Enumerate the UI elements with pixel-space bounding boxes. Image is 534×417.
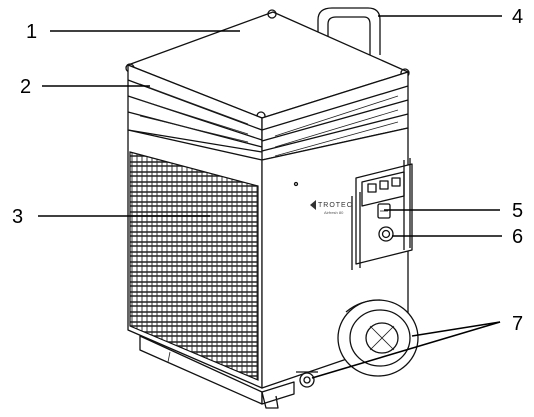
mounting-rail	[351, 158, 411, 270]
front-caster	[296, 371, 318, 388]
callout-number: 6	[512, 226, 523, 248]
callout-3: 3	[12, 206, 210, 228]
callout-4: 4	[378, 6, 523, 28]
callout-number: 4	[512, 6, 523, 28]
callout-number: 1	[26, 21, 37, 43]
control-panel-switch	[377, 203, 391, 219]
air-inlet-grille	[129, 151, 259, 381]
hose-connector	[378, 226, 394, 242]
callout-number: 7	[512, 313, 523, 335]
base-frame	[139, 335, 295, 409]
air-outlet-grille	[127, 64, 409, 161]
callout-number: 2	[20, 76, 31, 98]
callout-2: 2	[20, 76, 150, 98]
large-wheel	[337, 299, 419, 377]
callout-number: 3	[12, 206, 23, 228]
callout-7: 7	[311, 313, 523, 379]
wheels	[296, 299, 419, 388]
transport-handle	[317, 7, 381, 65]
brand-text: TROTEC	[318, 202, 353, 209]
callout-1: 1	[26, 21, 240, 43]
callout-number: 5	[512, 200, 523, 222]
model-text: Airfresh 80	[324, 210, 344, 215]
callout-6: 6	[392, 226, 523, 248]
brand-label: TROTEC Airfresh 80	[310, 200, 353, 215]
callout-5: 5	[384, 200, 523, 222]
